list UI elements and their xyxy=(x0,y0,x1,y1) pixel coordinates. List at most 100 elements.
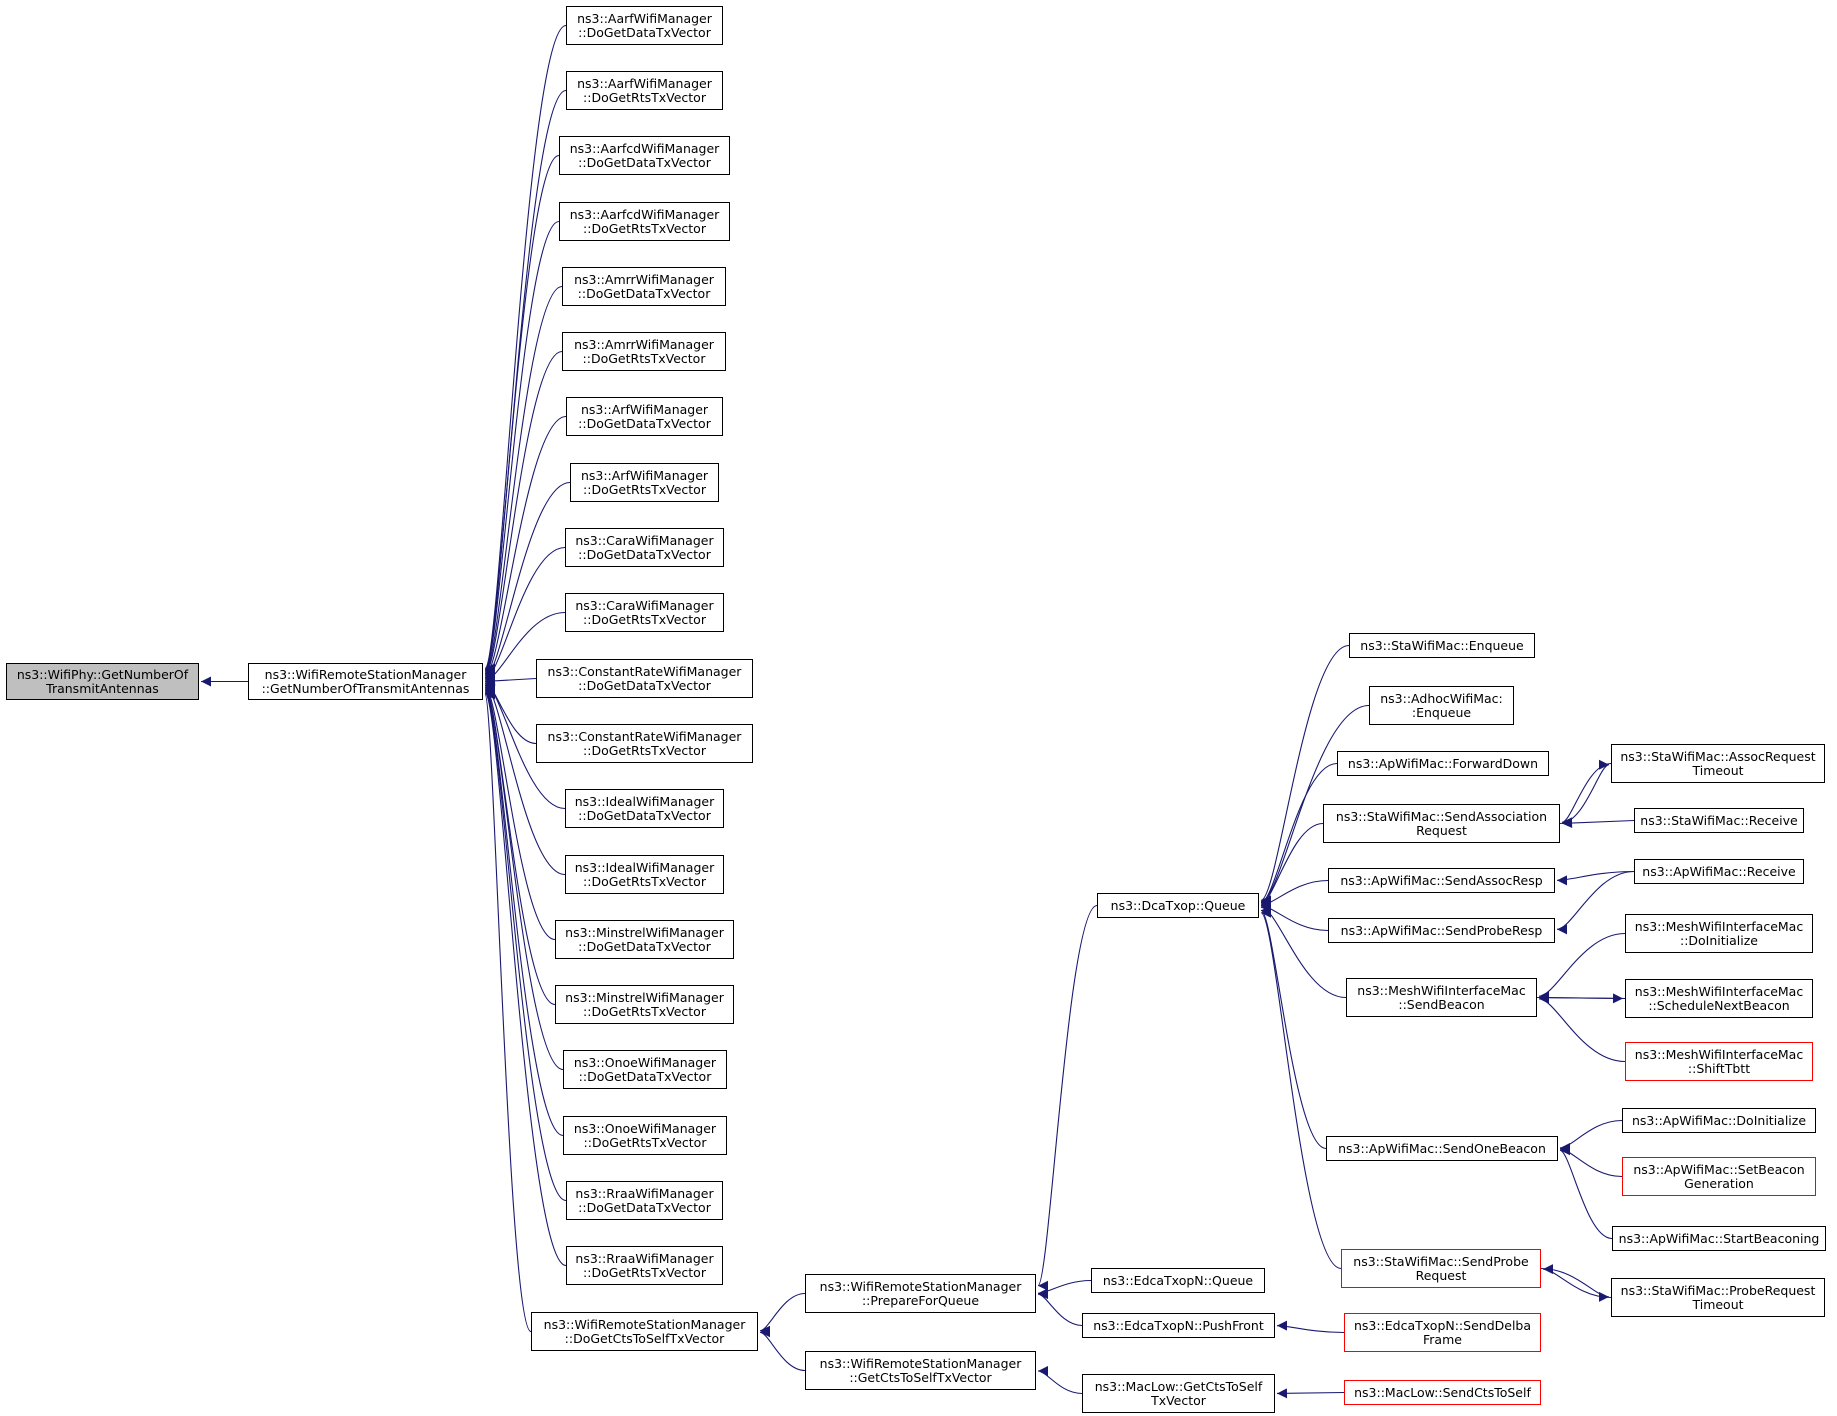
edge-n27-to-n23 xyxy=(1037,1289,1083,1327)
node-ns3-minstrelwifimanager-dogetdatatxvector[interactable]: ns3::MinstrelWifiManager::DoGetDataTxVec… xyxy=(555,920,734,959)
node-ns3-meshwifiinterfacemac-sendbeacon[interactable]: ns3::MeshWifiInterfaceMac::SendBeacon xyxy=(1346,978,1537,1017)
node-ns3-aarfcdwifimanager-dogetdatatxvector[interactable]: ns3::AarfcdWifiManager::DoGetDataTxVecto… xyxy=(559,136,730,175)
edge-n37-to-n44 xyxy=(1536,993,1624,1004)
node-ns3-dcatxop-queue[interactable]: ns3::DcaTxop::Queue xyxy=(1097,893,1259,918)
node-ns3-carawifimanager-dogetdatatxvector[interactable]: ns3::CaraWifiManager::DoGetDataTxVector xyxy=(565,528,724,567)
node-ns3-minstrelwifimanager-dogetrtstxvector[interactable]: ns3::MinstrelWifiManager::DoGetRtsTxVect… xyxy=(555,985,734,1024)
node-ns3-wifiremotestationmanager-prepareforqueue[interactable]: ns3::WifiRemoteStationManager::PrepareFo… xyxy=(805,1274,1036,1313)
edge-n39-to-n25 xyxy=(1260,907,1342,1270)
node-ns3-rraawifimanager-dogetrtstxvector[interactable]: ns3::RraaWifiManager::DoGetRtsTxVector xyxy=(566,1246,723,1285)
node-label: ns3::CaraWifiManager xyxy=(575,597,714,613)
node-ns3-rraawifimanager-dogetdatatxvector[interactable]: ns3::RraaWifiManager::DoGetDataTxVector xyxy=(566,1181,723,1220)
node-ns3-meshwifiinterfacemac-doinitialize[interactable]: ns3::MeshWifiInterfaceMac::DoInitialize xyxy=(1625,914,1813,953)
node-label: ns3::AarfWifiManager xyxy=(577,75,712,91)
node-ns3-idealwifimanager-dogetdatatxvector[interactable]: ns3::IdealWifiManager::DoGetDataTxVector xyxy=(565,789,724,828)
node-ns3-arfwifimanager-dogetdatatxvector[interactable]: ns3::ArfWifiManager::DoGetDataTxVector xyxy=(566,397,723,436)
node-ns3-constantratewifimanager-dogetrtstxvector[interactable]: ns3::ConstantRateWifiManager::DoGetRtsTx… xyxy=(536,724,753,763)
node-label: ns3::StaWifiMac::SendAssociation xyxy=(1335,808,1548,824)
edge-n39-to-n49 xyxy=(1540,1267,1610,1302)
node-label: ::DoGetDataTxVector xyxy=(578,807,711,823)
node-ns3-stawifimac-enqueue[interactable]: ns3::StaWifiMac::Enqueue xyxy=(1349,633,1535,658)
node-ns3-idealwifimanager-dogetrtstxvector[interactable]: ns3::IdealWifiManager::DoGetRtsTxVector xyxy=(565,855,724,894)
node-ns3-wifiremotestationmanager-dogetctstoselftxvector[interactable]: ns3::WifiRemoteStationManager::DoGetCtsT… xyxy=(531,1312,758,1351)
edge-n36-to-n25 xyxy=(1260,901,1329,932)
node-ns3-constantratewifimanager-dogetdatatxvector[interactable]: ns3::ConstantRateWifiManager::DoGetDataT… xyxy=(536,659,753,698)
node-label: ns3::MacLow::GetCtsToSelf xyxy=(1094,1378,1263,1394)
edge-n21-to-n1 xyxy=(484,688,567,1267)
node-ns3-carawifimanager-dogetrtstxvector[interactable]: ns3::CaraWifiManager::DoGetRtsTxVector xyxy=(565,593,724,632)
node-label: Timeout xyxy=(1692,1296,1744,1312)
edge-n12-to-n1 xyxy=(484,675,537,686)
node-label: Request xyxy=(1416,822,1467,838)
node-label: ns3::ApWifiMac::SendOneBeacon xyxy=(1338,1140,1546,1156)
node-label: ns3::MinstrelWifiManager xyxy=(565,989,724,1005)
edge-n20-to-n1 xyxy=(484,687,567,1202)
node-label: ::DoGetDataTxVector xyxy=(578,938,711,954)
node-ns3-apwifimac-sendassocresp[interactable]: ns3::ApWifiMac::SendAssocResp xyxy=(1328,868,1555,893)
node-ns3-edcatxopn-pushfront[interactable]: ns3::EdcaTxopN::PushFront xyxy=(1082,1313,1275,1338)
node-label: ::PrepareForQueue xyxy=(861,1292,980,1308)
edge-n8-to-n1 xyxy=(484,415,567,682)
node-ns3-apwifimac-sendproberesp[interactable]: ns3::ApWifiMac::SendProbeResp xyxy=(1328,918,1555,943)
node-ns3-adhocwifimac-enqueue[interactable]: ns3::AdhocWifiMac::Enqueue xyxy=(1369,686,1514,725)
node-ns3-aarfcdwifimanager-dogetrtstxvector[interactable]: ns3::AarfcdWifiManager::DoGetRtsTxVector xyxy=(559,202,730,241)
node-label: ns3::StaWifiMac::Enqueue xyxy=(1360,637,1524,653)
node-label: ::DoGetRtsTxVector xyxy=(583,1134,707,1150)
node-label: ::DoGetRtsTxVector xyxy=(583,1003,706,1019)
node-label: ns3::EdcaTxopN::PushFront xyxy=(1093,1317,1264,1333)
node-ns3-stawifimac-receive[interactable]: ns3::StaWifiMac::Receive xyxy=(1634,808,1804,833)
node-ns3-onoewifimanager-dogetdatatxvector[interactable]: ns3::OnoeWifiManager::DoGetDataTxVector xyxy=(563,1050,727,1089)
node-ns3-amrrwifimanager-dogetrtstxvector[interactable]: ns3::AmrrWifiManager::DoGetRtsTxVector xyxy=(562,332,726,371)
node-label: :Enqueue xyxy=(1411,704,1472,720)
node-ns3-apwifimac-doinitialize[interactable]: ns3::ApWifiMac::DoInitialize xyxy=(1622,1108,1816,1133)
node-ns3-wifiremotestationmanager-getctstoselftxvector[interactable]: ns3::WifiRemoteStationManager::GetCtsToS… xyxy=(805,1351,1036,1390)
node-label: ::DoGetRtsTxVector xyxy=(582,350,706,366)
node-ns3-maclow-sendctstoself[interactable]: ns3::MacLow::SendCtsToSelf xyxy=(1344,1380,1541,1405)
node-ns3-aarfwifimanager-dogetrtstxvector[interactable]: ns3::AarfWifiManager::DoGetRtsTxVector xyxy=(566,71,723,110)
node-label: ::DoGetRtsTxVector xyxy=(583,1264,706,1280)
node-label: ns3::ArfWifiManager xyxy=(580,401,709,417)
node-ns3-wifiremotestationmanager-getnumberoftransmitantennas[interactable]: ns3::WifiRemoteStationManager::GetNumber… xyxy=(248,663,483,700)
node-ns3-edcatxopn-queue[interactable]: ns3::EdcaTxopN::Queue xyxy=(1091,1268,1265,1293)
node-label: ns3::ApWifiMac::Receive xyxy=(1642,863,1796,879)
edge-n28-to-n24 xyxy=(1037,1365,1083,1395)
edge-n23-to-n22 xyxy=(759,1292,806,1336)
node-label: ns3::MeshWifiInterfaceMac xyxy=(1634,918,1804,934)
node-label: ::DoGetRtsTxVector xyxy=(583,89,706,105)
edge-n5-to-n1 xyxy=(484,220,560,677)
edge-n42-to-n35 xyxy=(1556,870,1635,886)
node-ns3-apwifimac-receive[interactable]: ns3::ApWifiMac::Receive xyxy=(1634,859,1804,884)
edge-n6-to-n1 xyxy=(484,285,563,679)
node-label: ::SendBeacon xyxy=(1398,996,1485,1012)
node-ns3-arfwifimanager-dogetrtstxvector[interactable]: ns3::ArfWifiManager::DoGetRtsTxVector xyxy=(570,463,719,502)
edge-n45-to-n37 xyxy=(1538,993,1626,1063)
node-label: ns3::AdhocWifiMac: xyxy=(1380,690,1503,706)
edge-n18-to-n1 xyxy=(484,684,564,1071)
node-label: ::DoGetDataTxVector xyxy=(578,546,711,562)
node-label: ::GetCtsToSelfTxVector xyxy=(849,1369,992,1385)
node-ns3-apwifimac-sendonebeacon[interactable]: ns3::ApWifiMac::SendOneBeacon xyxy=(1326,1136,1558,1161)
node-label: TransmitAntennas xyxy=(46,680,159,696)
node-ns3-apwifimac-forwarddown[interactable]: ns3::ApWifiMac::ForwardDown xyxy=(1337,751,1549,776)
node-ns3-apwifimac-startbeaconing[interactable]: ns3::ApWifiMac::StartBeaconing xyxy=(1612,1226,1826,1251)
node-label: ::DoGetRtsTxVector xyxy=(583,220,706,236)
node-ns3-onoewifimanager-dogetrtstxvector[interactable]: ns3::OnoeWifiManager::DoGetRtsTxVector xyxy=(563,1116,727,1155)
node-ns3-amrrwifimanager-dogetdatatxvector[interactable]: ns3::AmrrWifiManager::DoGetDataTxVector xyxy=(562,267,726,306)
edge-n46-to-n38 xyxy=(1559,1119,1623,1153)
node-ns3-meshwifiinterfacemac-schedulenextbeacon[interactable]: ns3::MeshWifiInterfaceMac::ScheduleNextB… xyxy=(1625,979,1813,1018)
node-label: ns3::AarfcdWifiManager xyxy=(569,206,720,222)
edge-n26-to-n23 xyxy=(1037,1279,1092,1299)
node-ns3-meshwifiinterfacemac-shifttbtt[interactable]: ns3::MeshWifiInterfaceMac::ShiftTbtt xyxy=(1625,1042,1813,1081)
node-label: ::DoGetCtsToSelfTxVector xyxy=(564,1330,725,1346)
node-label: ns3::MacLow::SendCtsToSelf xyxy=(1354,1384,1531,1400)
edge-n31-to-n25 xyxy=(1260,644,1350,906)
node-ns3-aarfwifimanager-dogetdatatxvector[interactable]: ns3::AarfWifiManager::DoGetDataTxVector xyxy=(566,6,723,45)
edge-n22-to-n1 xyxy=(484,690,532,1333)
